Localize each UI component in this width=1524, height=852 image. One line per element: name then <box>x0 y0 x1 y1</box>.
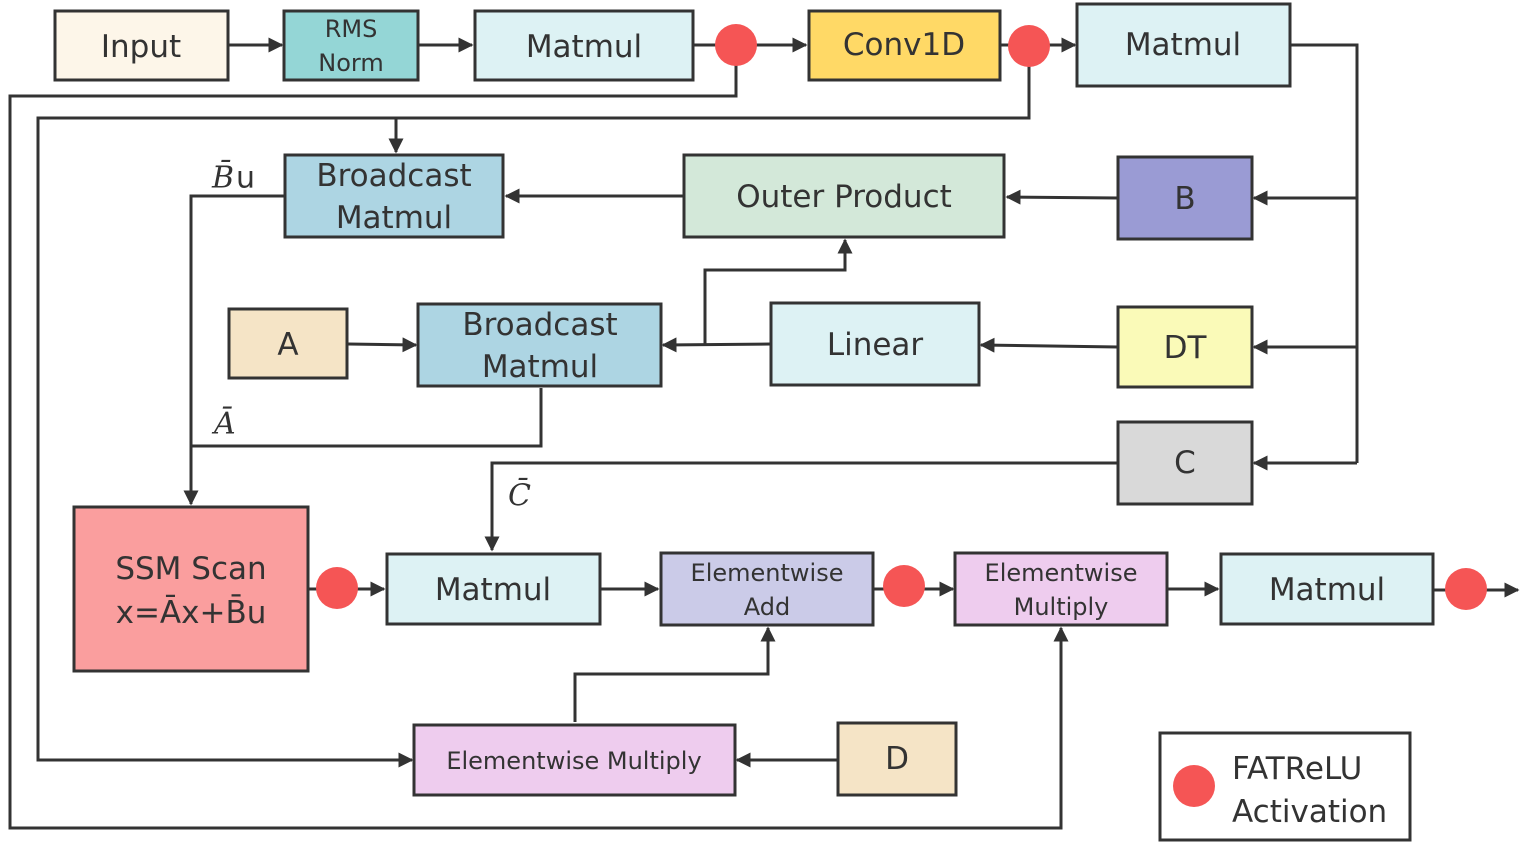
fatrelu-activations <box>316 24 1487 610</box>
block-outer-product: Outer Product <box>682 153 1006 239</box>
matmul-1-box <box>473 9 695 82</box>
elementwise-add-line2: Add <box>744 593 790 621</box>
broadcast-matmul-mid-box <box>416 302 663 388</box>
edge-labels: B̄ u Ā C̄ <box>211 159 531 513</box>
rms-norm-box <box>282 9 420 82</box>
block-matmul-3: Matmul <box>385 552 602 626</box>
d-box <box>836 721 958 797</box>
cbar-label: C̄ <box>508 477 531 513</box>
matmul-4-box <box>1219 552 1435 626</box>
connections <box>8 37 1520 830</box>
broadcast-matmul-top-line2: Matmul <box>336 200 452 236</box>
block-b: B <box>1116 155 1254 241</box>
b-label: B <box>1174 181 1195 217</box>
dt-label: DT <box>1164 330 1208 366</box>
edge-skip-to-add <box>573 626 776 722</box>
block-conv1d: Conv1D <box>807 9 1002 82</box>
c-label: C <box>1174 445 1196 481</box>
broadcast-matmul-mid-line2: Matmul <box>482 349 598 385</box>
ssm-scan-label-line2: x=Āx+B̄u <box>116 594 267 631</box>
a-label: A <box>277 327 298 363</box>
matmul-1-label: Matmul <box>526 29 642 65</box>
ssm-scan-box <box>72 505 310 673</box>
block-a: A <box>227 307 349 380</box>
edge-linear-to-outer-product <box>703 238 853 344</box>
bbar-u-label: u <box>236 161 255 196</box>
a-box <box>227 307 349 380</box>
block-matmul-1: Matmul <box>473 9 695 82</box>
b-box <box>1116 155 1254 241</box>
legend-line2: Activation <box>1232 794 1387 830</box>
elementwise-multiply-top-box <box>953 551 1169 627</box>
fatrelu-dot-5 <box>1445 568 1487 610</box>
legend-box <box>1158 731 1412 842</box>
matmul-2-label: Matmul <box>1125 27 1241 63</box>
elementwise-multiply-top-line1: Elementwise <box>985 559 1138 587</box>
rms-norm-label-line2: Norm <box>318 49 383 77</box>
edge-abar-to-ssm <box>191 388 543 448</box>
edge-b-to-outer-product <box>1005 189 1119 205</box>
fatrelu-dot-2 <box>1008 25 1050 67</box>
block-rms-norm: RMS Norm <box>282 9 420 82</box>
block-elementwise-add: Elementwise Add <box>659 551 875 627</box>
block-ssm-scan: SSM Scan x=Āx+B̄u <box>72 505 310 673</box>
elementwise-multiply-bottom-label: Elementwise Multiply <box>446 747 701 775</box>
matmul-3-box <box>385 552 602 626</box>
abar-label: Ā <box>211 407 236 442</box>
block-elementwise-multiply-top: Elementwise Multiply <box>953 551 1169 627</box>
edge-cbar-to-matmul <box>484 461 1118 552</box>
dt-box <box>1116 305 1254 389</box>
elementwise-add-box <box>659 551 875 627</box>
linear-label: Linear <box>827 327 924 363</box>
broadcast-matmul-mid-line1: Broadcast <box>462 307 617 343</box>
block-matmul-4: Matmul <box>1219 552 1435 626</box>
block-elementwise-multiply-bottom: Elementwise Multiply <box>412 723 737 797</box>
edge-a-to-broadcast-mid <box>347 337 418 353</box>
matmul-4-label: Matmul <box>1269 572 1385 608</box>
broadcast-matmul-top-box <box>283 153 505 239</box>
elementwise-multiply-top-line2: Multiply <box>1014 593 1109 621</box>
edge-matmul-fanout <box>1290 43 1359 463</box>
block-input: Input <box>53 9 230 82</box>
broadcast-matmul-top-line1: Broadcast <box>316 158 471 194</box>
block-linear: Linear <box>769 301 981 387</box>
bbar-label: B̄ <box>211 159 234 195</box>
edge-bbar-u-to-ssm <box>183 194 285 506</box>
input-box <box>53 9 230 82</box>
legend-line1: FATReLU <box>1232 751 1362 787</box>
c-box <box>1116 420 1254 506</box>
block-dt: DT <box>1116 305 1254 389</box>
edge-linear-to-broadcast-mid <box>661 337 772 353</box>
matmul-3-label: Matmul <box>435 572 551 608</box>
legend-dot-icon <box>1173 765 1215 807</box>
d-label: D <box>885 741 909 777</box>
elementwise-add-line1: Elementwise <box>691 559 844 587</box>
block-c: C <box>1116 420 1254 506</box>
conv1d-label: Conv1D <box>843 27 965 63</box>
fatrelu-dot-1 <box>715 24 757 66</box>
edge-gate-loop <box>8 45 1069 830</box>
fatrelu-dot-4 <box>883 565 925 607</box>
ssm-scan-label-line1: SSM Scan <box>115 551 266 587</box>
fatrelu-dot-3 <box>316 567 358 609</box>
conv1d-box <box>807 9 1002 82</box>
edge-dt-to-linear <box>979 337 1119 353</box>
legend: FATReLU Activation <box>1158 731 1412 842</box>
outer-product-box <box>682 153 1006 239</box>
block-d: D <box>836 721 958 797</box>
input-label: Input <box>101 29 181 65</box>
rms-norm-label-line1: RMS <box>325 15 378 43</box>
matmul-2-box <box>1075 2 1292 88</box>
block-broadcast-matmul-top: Broadcast Matmul <box>283 153 505 239</box>
block-broadcast-matmul-mid: Broadcast Matmul <box>416 302 663 388</box>
outer-product-label: Outer Product <box>736 179 952 215</box>
block-matmul-2: Matmul <box>1075 2 1292 88</box>
linear-box <box>769 301 981 387</box>
elementwise-multiply-bottom-box <box>412 723 737 797</box>
edge-conv-to-skip-multiply <box>36 45 1031 768</box>
